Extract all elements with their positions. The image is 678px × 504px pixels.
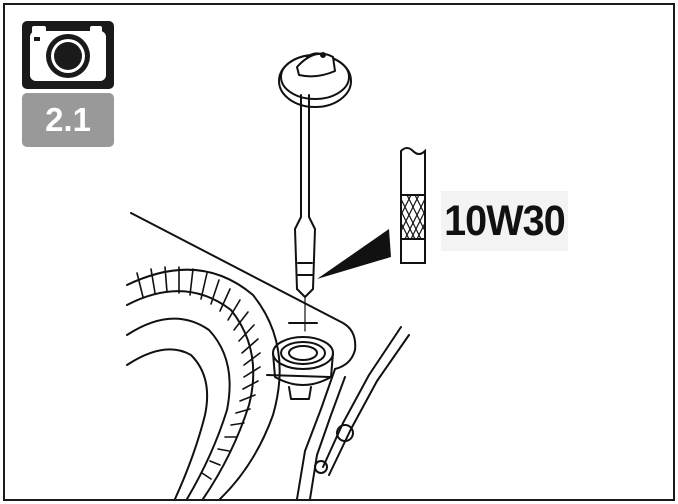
step-number-badge: 2.1 bbox=[22, 93, 114, 147]
dipstick-illustration bbox=[126, 52, 426, 499]
camera-icon bbox=[30, 26, 106, 81]
callout-pointer bbox=[317, 229, 391, 279]
diagram-frame: 2.1 bbox=[3, 3, 675, 501]
magnified-dipstick bbox=[400, 147, 426, 264]
oil-grade-label: 10W30 bbox=[441, 191, 568, 251]
camera-badge bbox=[22, 21, 114, 89]
